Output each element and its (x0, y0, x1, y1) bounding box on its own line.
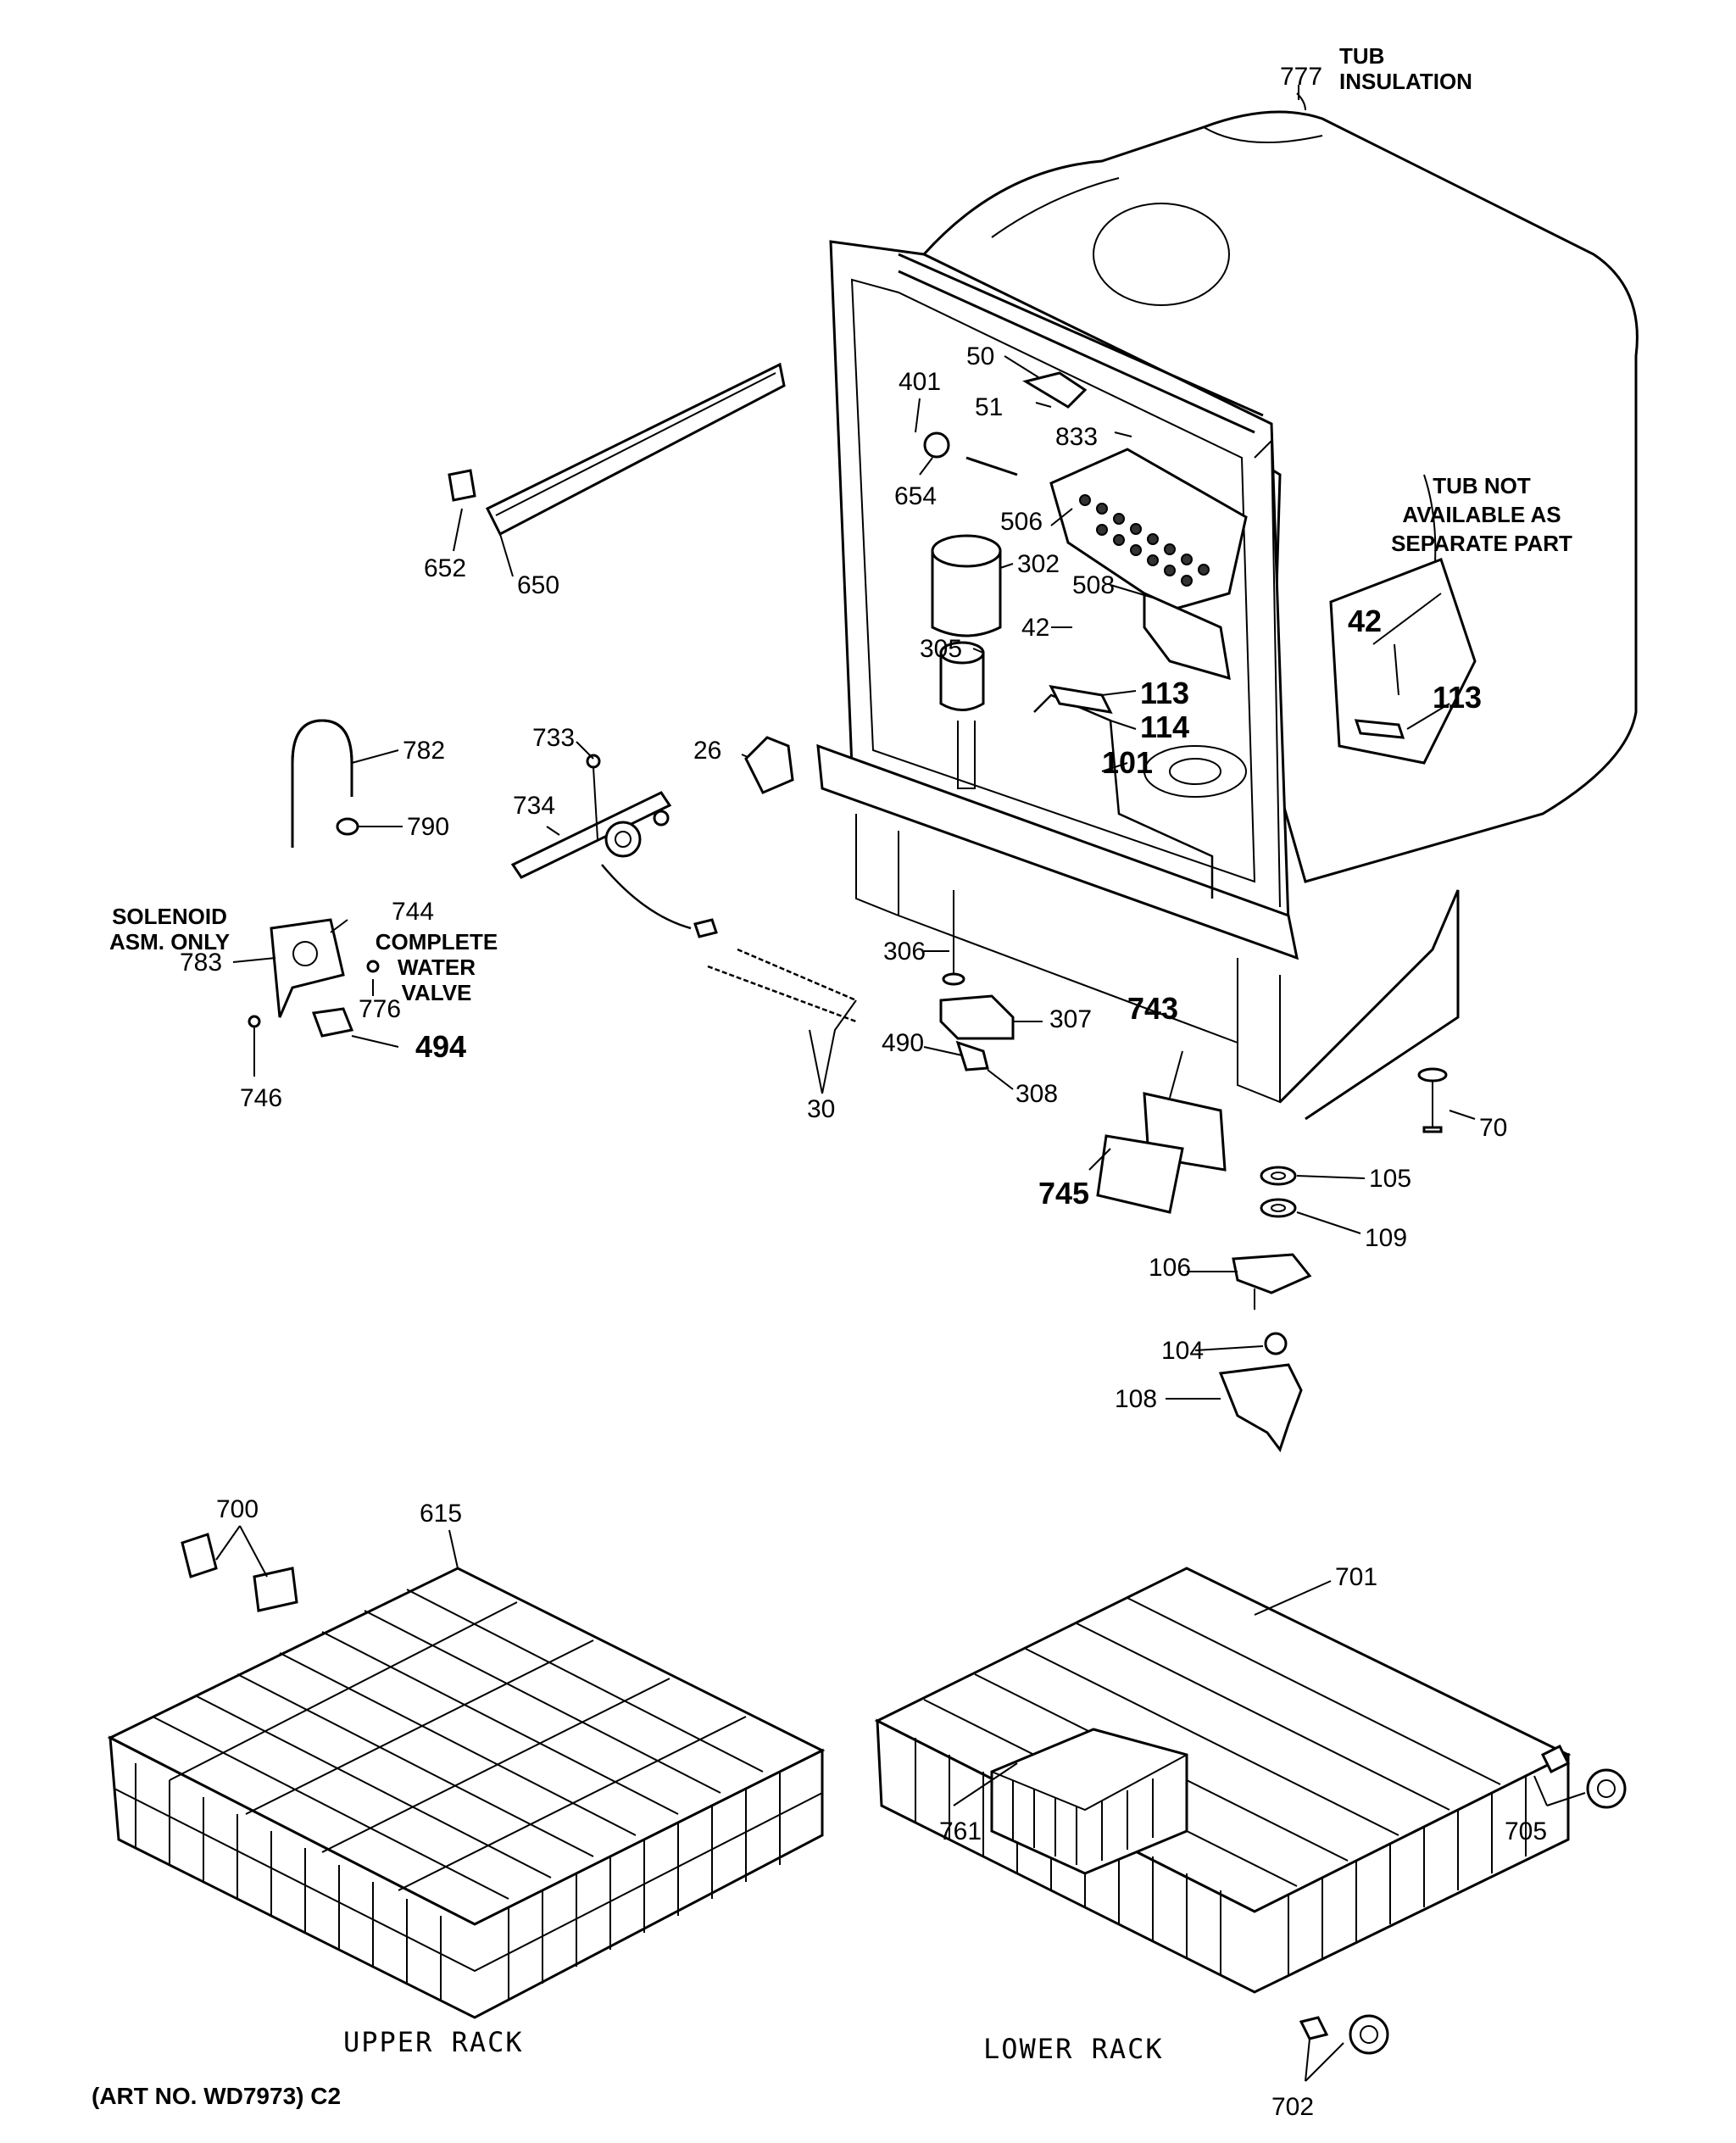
door-seal-parts (448, 362, 786, 537)
label-106: 106 (1149, 1254, 1191, 1282)
label-702: 702 (1271, 2093, 1314, 2121)
tub-assembly (816, 92, 1639, 1121)
leveling-and-switch-parts (939, 890, 1448, 1214)
label-42b: 42 (1348, 604, 1382, 638)
label-401: 401 (899, 368, 941, 396)
label-783: 783 (180, 949, 222, 977)
lower-rack-caption: LOWER RACK (983, 2033, 1164, 2065)
label-30: 30 (807, 1095, 835, 1123)
label-761: 761 (939, 1817, 982, 1845)
lower-rack (874, 1567, 1627, 2055)
spray-arm-hardware (1218, 1166, 1312, 1453)
label-109: 109 (1365, 1224, 1407, 1252)
part-labels: 777 TUB INSULATION 50 401 51 833 654 506… (109, 43, 1572, 2121)
label-70: 70 (1479, 1114, 1507, 1142)
label-tub-insulation-1: TUB (1339, 43, 1384, 69)
label-508: 508 (1072, 571, 1115, 599)
label-777: 777 (1280, 63, 1322, 91)
label-705: 705 (1505, 1817, 1547, 1845)
label-tub-insulation-2: INSULATION (1339, 69, 1472, 94)
label-308: 308 (1015, 1080, 1058, 1108)
label-complete-3: VALVE (402, 980, 472, 1005)
art-number: (ART NO. WD7973) C2 (92, 2083, 341, 2109)
label-615: 615 (420, 1500, 462, 1528)
label-tub-not-3: SEPARATE PART (1391, 531, 1572, 556)
label-tub-not-2: AVAILABLE AS (1402, 502, 1561, 527)
label-solenoid-1: SOLENOID (112, 904, 227, 929)
label-solenoid-2: ASM. ONLY (109, 929, 230, 955)
label-113a: 113 (1140, 676, 1189, 710)
label-105: 105 (1369, 1165, 1411, 1193)
label-113b: 113 (1433, 680, 1482, 715)
label-490: 490 (882, 1029, 924, 1057)
label-494: 494 (415, 1029, 466, 1064)
label-302: 302 (1017, 550, 1060, 578)
label-26: 26 (693, 737, 721, 765)
door-springs (707, 948, 857, 1023)
label-734: 734 (513, 792, 555, 820)
label-50: 50 (966, 342, 994, 370)
label-104: 104 (1161, 1337, 1204, 1365)
label-complete-2: WATER (398, 955, 476, 980)
label-42a: 42 (1021, 614, 1049, 642)
label-650: 650 (517, 571, 559, 599)
label-733: 733 (532, 724, 575, 752)
label-776: 776 (359, 995, 401, 1023)
label-745: 745 (1038, 1176, 1089, 1211)
label-108: 108 (1115, 1385, 1157, 1413)
label-307: 307 (1049, 1005, 1092, 1033)
rack-captions: UPPER RACK LOWER RACK (343, 2026, 1164, 2065)
label-114: 114 (1140, 710, 1189, 744)
label-506: 506 (1000, 508, 1043, 536)
label-tub-not-1: TUB NOT (1433, 473, 1531, 498)
door-latch-parts (510, 754, 718, 938)
label-654: 654 (894, 482, 937, 510)
upper-rack-caption: UPPER RACK (343, 2026, 524, 2058)
label-744: 744 (392, 898, 434, 926)
label-652: 652 (424, 554, 466, 582)
label-701: 701 (1335, 1563, 1377, 1591)
label-833: 833 (1055, 423, 1098, 451)
label-306: 306 (883, 938, 926, 966)
label-101: 101 (1102, 745, 1153, 780)
label-51: 51 (975, 393, 1003, 421)
label-746: 746 (240, 1084, 282, 1112)
label-743: 743 (1127, 991, 1178, 1026)
label-305: 305 (920, 635, 962, 663)
label-700: 700 (216, 1495, 259, 1523)
inlet-hose (291, 719, 359, 848)
bracket-26 (744, 736, 794, 794)
label-790: 790 (407, 813, 449, 841)
label-782: 782 (403, 737, 445, 765)
water-valve (248, 918, 380, 1038)
label-complete-1: COMPLETE (376, 929, 498, 955)
leader-lines (215, 85, 1586, 2082)
upper-rack (107, 1533, 826, 2019)
